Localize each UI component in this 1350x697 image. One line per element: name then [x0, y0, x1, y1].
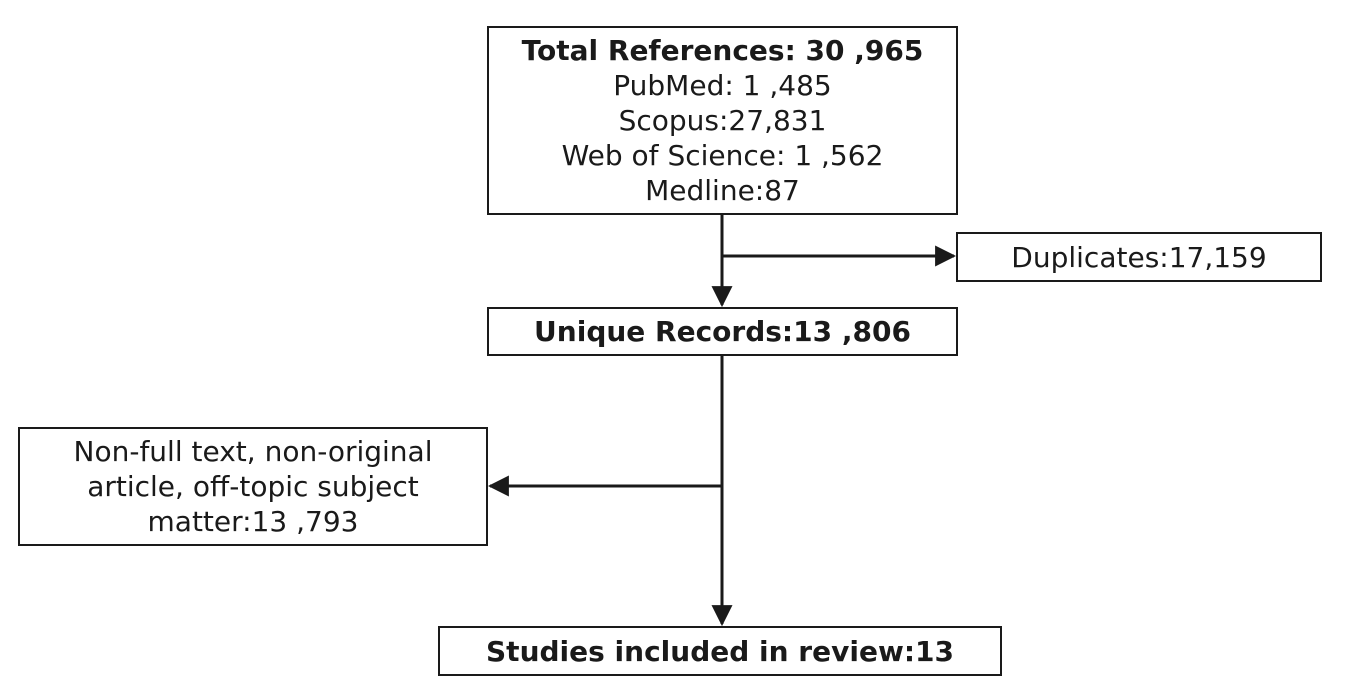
node-excluded-records: Non-full text, non-original article, off…	[18, 427, 488, 546]
source-scopus: Scopus:27,831	[618, 104, 827, 137]
source-pubmed: PubMed: 1 ,485	[613, 69, 832, 102]
source-medline: Medline:87	[645, 174, 800, 207]
excluded-line-3: matter:13 ,793	[147, 505, 359, 538]
node-unique-records: Unique Records:13 ,806	[487, 307, 958, 356]
node-total-references: Total References: 30 ,965 PubMed: 1 ,485…	[487, 26, 958, 215]
source-web-of-science: Web of Science: 1 ,562	[561, 139, 884, 172]
duplicates-label: Duplicates:17,159	[1011, 240, 1267, 274]
unique-records-label: Unique Records:13 ,806	[534, 315, 911, 348]
excluded-line-2: article, off-topic subject	[87, 470, 419, 503]
studies-included-label: Studies included in review:13	[486, 634, 954, 668]
total-references-title: Total References: 30 ,965	[521, 34, 924, 67]
node-studies-included: Studies included in review:13	[438, 626, 1002, 676]
node-duplicates: Duplicates:17,159	[956, 232, 1322, 282]
excluded-line-1: Non-full text, non-original	[73, 435, 433, 468]
